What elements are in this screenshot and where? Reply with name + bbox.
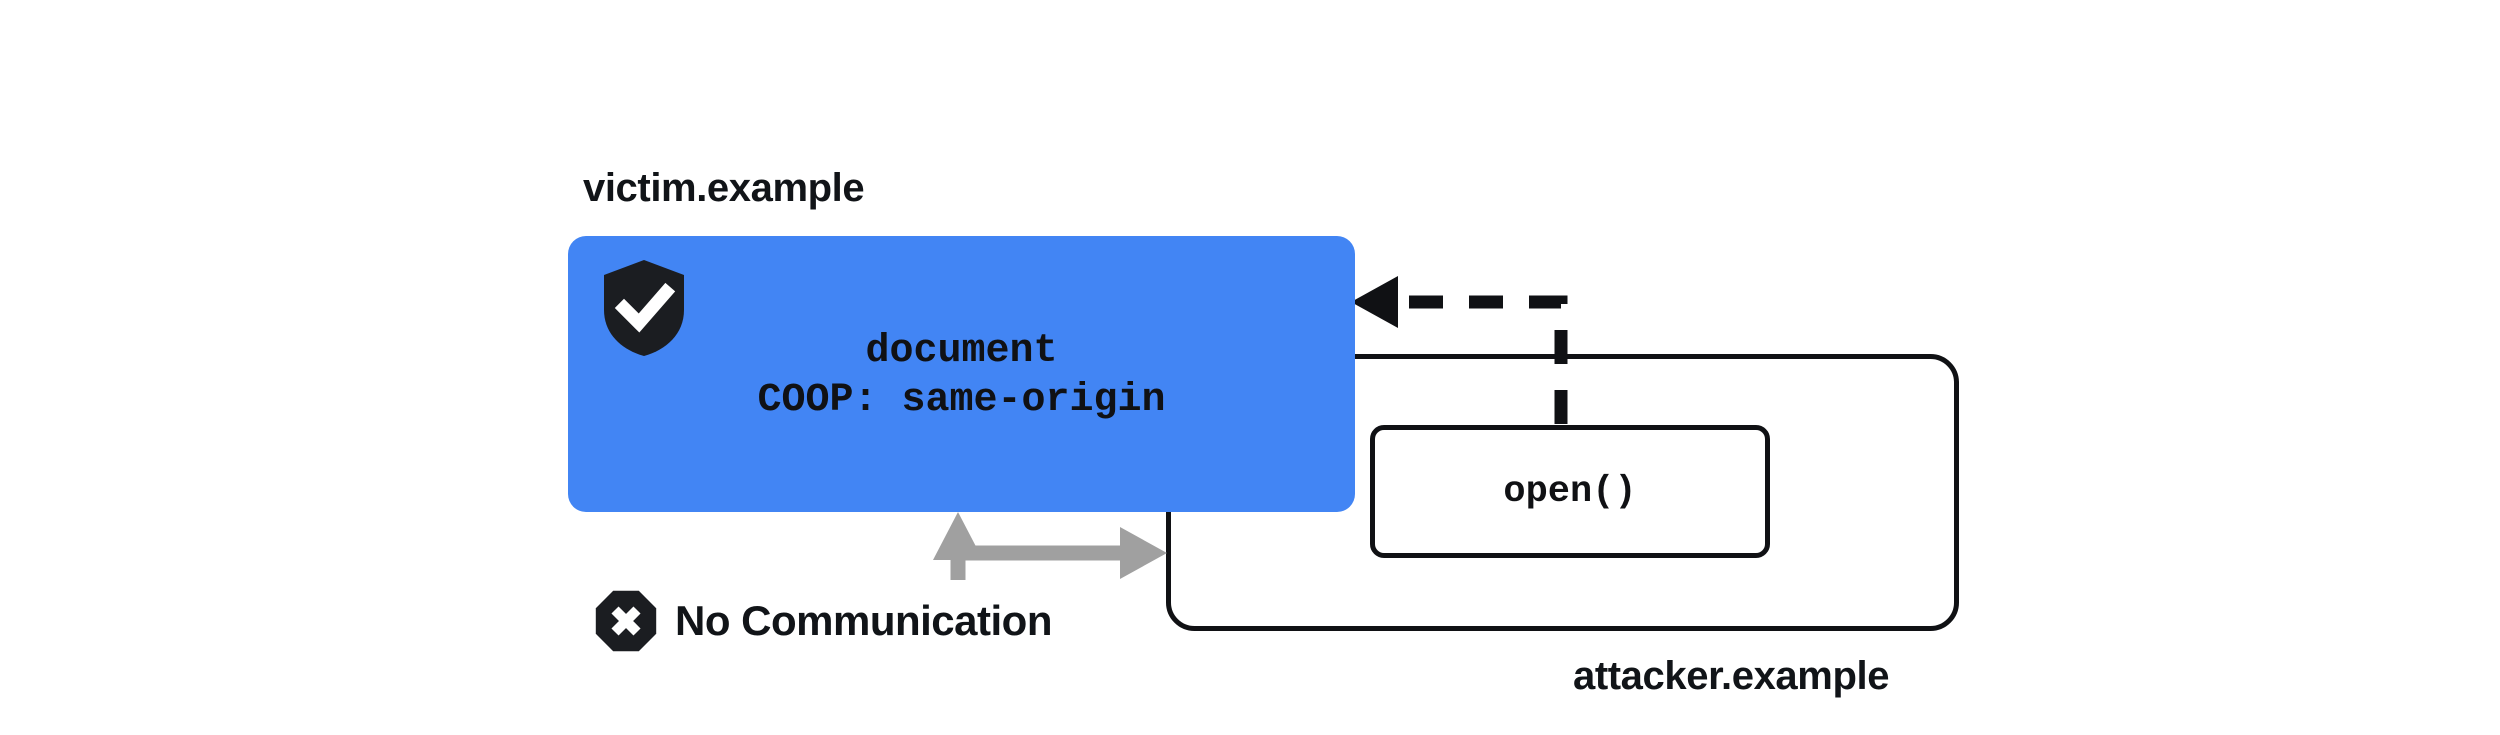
- open-call-dashed-arrow: [1351, 276, 1568, 424]
- no-communication-label: No Communication: [675, 597, 1053, 644]
- no-communication-icon: [595, 590, 657, 652]
- victim-document-text-stack: document COOP: same-origin: [568, 236, 1355, 512]
- victim-document-box: document COOP: same-origin: [568, 236, 1355, 512]
- no-communication-note: No Communication: [595, 590, 1053, 652]
- victim-origin-label: victim.example: [583, 166, 865, 210]
- no-communication-arrow: [933, 512, 1167, 580]
- open-call-label: open(): [1503, 470, 1637, 513]
- victim-coop-header-label: COOP: same-origin: [757, 378, 1166, 423]
- victim-document-label: document: [865, 329, 1058, 375]
- attacker-open-call-box: open(): [1370, 425, 1770, 558]
- shield-check-icon: [604, 260, 684, 356]
- attacker-origin-label: attacker.example: [1573, 654, 1890, 698]
